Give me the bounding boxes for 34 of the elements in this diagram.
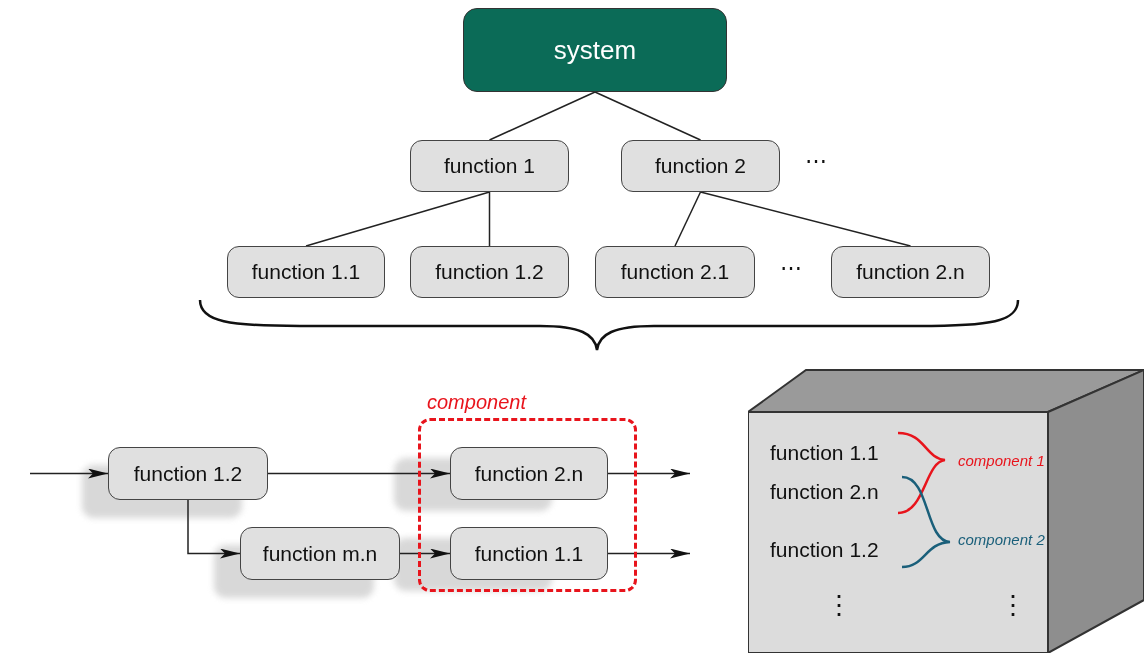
function-label: function 2.n xyxy=(770,480,879,504)
arrow xyxy=(607,548,691,559)
function-box: function 2.n xyxy=(450,447,608,500)
ellipsis: ⋯ xyxy=(805,148,827,174)
arrow xyxy=(607,468,691,479)
function-label: function 1.1 xyxy=(770,441,879,465)
function-box: function 1.2 xyxy=(410,246,569,298)
ellipsis: ⋮ xyxy=(826,590,852,621)
function-box: function 1.1 xyxy=(227,246,385,298)
cube-drawing xyxy=(748,368,1144,653)
arrow xyxy=(187,499,241,559)
component-label: component 1 xyxy=(958,452,1045,469)
function-box: function 1 xyxy=(410,140,569,192)
system-box: system xyxy=(463,8,727,92)
function-box: function 2 xyxy=(621,140,780,192)
function-box: function 2.n xyxy=(831,246,990,298)
function-label: function 1.2 xyxy=(770,538,879,562)
connector-line xyxy=(305,191,491,247)
group-title: component xyxy=(427,391,526,414)
function-box: function m.n xyxy=(240,527,400,580)
connector-line xyxy=(674,191,702,247)
ellipsis: ⋯ xyxy=(780,255,802,281)
function-box: function 1.1 xyxy=(450,527,608,580)
connector-line xyxy=(594,91,702,141)
ellipsis: ⋮ xyxy=(1000,590,1026,621)
function-box: function 1.2 xyxy=(108,447,268,500)
connector-line xyxy=(699,191,912,247)
arrow xyxy=(399,548,451,559)
connector-line xyxy=(488,191,491,247)
arrow xyxy=(29,468,109,479)
function-box: function 2.1 xyxy=(595,246,755,298)
connector-line xyxy=(488,91,596,141)
component-label: component 2 xyxy=(958,531,1045,548)
arrow xyxy=(267,468,451,479)
